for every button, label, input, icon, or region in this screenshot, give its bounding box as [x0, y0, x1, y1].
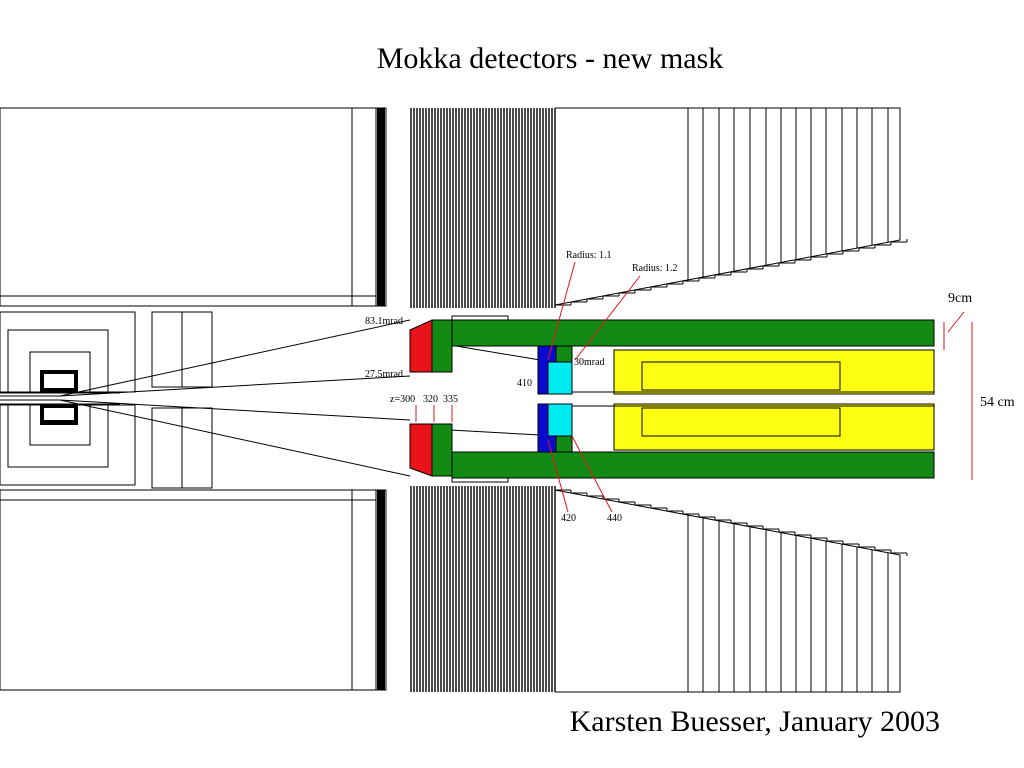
- hatched-upper: [410, 108, 556, 308]
- green-mask-upper-inner: [431, 319, 453, 373]
- left-lower-bar: [377, 490, 385, 690]
- lower-left-box: [0, 489, 353, 691]
- label-30mrad: 30mrad: [574, 357, 605, 368]
- slide-footer: Karsten Buesser, January 2003: [569, 705, 940, 738]
- left-upper-bar: [377, 108, 385, 306]
- label-z300: z=300: [390, 394, 415, 405]
- label-9cm: 9cm: [948, 291, 972, 306]
- slide-title: Mokka detectors - new mask: [376, 42, 724, 75]
- left-detector: [0, 107, 387, 691]
- label-54cm: 54 cm: [980, 395, 1015, 410]
- label-83mrad: 83.1mrad: [365, 316, 403, 327]
- yoke-plates-lower: [687, 515, 889, 692]
- cyan-block-lower: [547, 403, 573, 437]
- green-mask-lower-inner: [431, 423, 453, 477]
- label-z320: 320: [423, 394, 438, 405]
- green-mask-lower-long: [451, 451, 935, 479]
- upper-left-box: [0, 107, 353, 307]
- label-z335: 335: [443, 394, 458, 405]
- label-z440: 440: [607, 513, 622, 524]
- cyan-block-upper: [547, 361, 573, 395]
- tungsten-mask-lower: [409, 423, 433, 477]
- tungsten-mask-upper: [409, 319, 433, 373]
- beam-cone-lines: [0, 319, 541, 477]
- green-mask-upper-long: [451, 319, 935, 347]
- label-radius-2: Radius: 1.2: [632, 263, 678, 274]
- label-27mrad: 27.5mrad: [365, 369, 403, 380]
- hatched-lower: [410, 486, 556, 692]
- label-z410: 410: [517, 378, 532, 389]
- yellow-block-upper: [613, 349, 935, 395]
- right-yoke: [554, 107, 901, 693]
- label-radius-1: Radius: 1.1: [566, 250, 612, 261]
- yoke-plates-upper: [687, 108, 889, 280]
- yellow-block-lower: [613, 403, 935, 451]
- yoke-staircase: [555, 239, 908, 556]
- annotation-lines: [415, 261, 973, 513]
- vertex-detector: [0, 370, 120, 425]
- label-z420: 420: [561, 513, 576, 524]
